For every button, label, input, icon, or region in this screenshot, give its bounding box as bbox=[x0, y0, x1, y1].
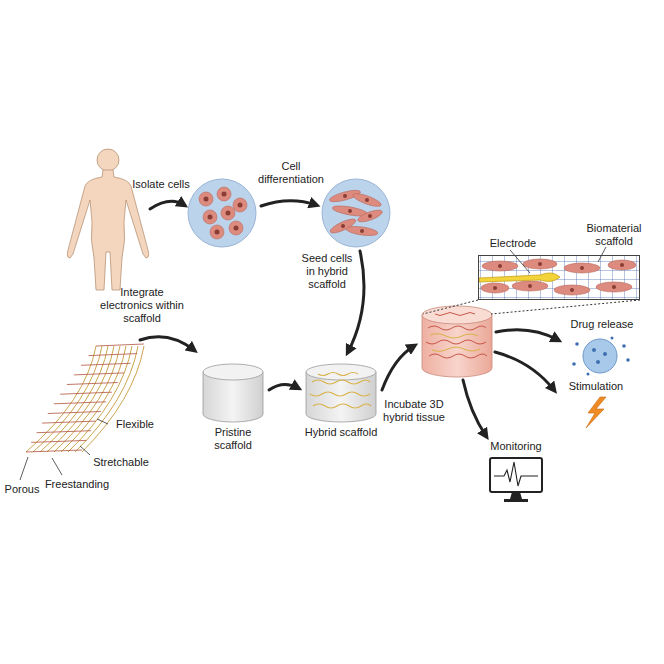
mesh-stroke bbox=[61, 346, 126, 452]
isolated-cells bbox=[188, 179, 256, 247]
illustrated-step: Hybrid scaffold bbox=[300, 358, 382, 456]
mesh-stroke bbox=[31, 440, 86, 442]
mesh-stroke bbox=[26, 450, 82, 452]
leader-lines bbox=[20, 419, 108, 480]
property-label: Porous bbox=[2, 483, 42, 496]
property-label: Flexible bbox=[110, 418, 160, 431]
mesh-stroke bbox=[26, 346, 96, 452]
step-label: Incubate 3D hybrid tissue bbox=[380, 398, 448, 424]
inset-leader-lines bbox=[510, 247, 606, 273]
mesh-stroke bbox=[40, 346, 108, 452]
illustrated-step: Stimulation bbox=[558, 380, 634, 430]
mesh-stroke bbox=[74, 373, 124, 375]
inset-tissue-detail bbox=[479, 256, 639, 299]
mesh-stroke bbox=[89, 354, 138, 356]
differentiated-cells bbox=[322, 179, 390, 247]
illustrated-step: Drug release bbox=[564, 318, 640, 376]
step-caption: Stimulation bbox=[558, 380, 634, 393]
step-label: Cell differentiation bbox=[250, 160, 332, 186]
mesh-stroke bbox=[42, 421, 96, 423]
callout-label: Electrode bbox=[483, 237, 543, 250]
mesh-stroke bbox=[60, 392, 112, 394]
mesh-stroke bbox=[67, 383, 118, 385]
step-label: Seed cells in hybrid scaffold bbox=[296, 252, 358, 291]
step-caption: Pristine scaffold bbox=[198, 426, 268, 452]
mesh-stroke bbox=[81, 363, 131, 365]
property-label: Freestanding bbox=[40, 478, 114, 491]
process-arrows bbox=[140, 201, 558, 436]
human-figure bbox=[67, 149, 148, 290]
pristine-scaffold-cylinder bbox=[203, 364, 263, 422]
mesh-stroke bbox=[48, 412, 101, 414]
hybrid-tissue-cylinder bbox=[422, 306, 492, 377]
mesh-stroke bbox=[75, 346, 138, 452]
monitoring-icon bbox=[490, 458, 542, 502]
hybrid-scaffold-cylinder bbox=[306, 364, 376, 422]
step-label: Isolate cells bbox=[126, 178, 196, 191]
head bbox=[97, 149, 119, 171]
process-arrow bbox=[269, 384, 298, 390]
mesh-stroke bbox=[54, 346, 120, 452]
mesh-stroke bbox=[33, 346, 102, 452]
electrode bbox=[479, 273, 560, 282]
mesh-stroke bbox=[82, 346, 144, 452]
mesh-stroke bbox=[54, 402, 106, 404]
mesh-stroke bbox=[68, 346, 132, 452]
step-caption: Monitoring bbox=[476, 440, 556, 453]
drug-release-icon bbox=[572, 337, 630, 376]
illustrated-step: Pristine scaffold bbox=[198, 358, 268, 456]
inset-box: ElectrodeBiomaterial scaffold bbox=[478, 255, 640, 300]
step-caption: Drug release bbox=[564, 318, 640, 331]
step-label: Integrate electronics within scaffold bbox=[98, 286, 186, 325]
mesh-stroke bbox=[47, 346, 114, 452]
property-label: Stretchable bbox=[88, 456, 154, 469]
electronics-mesh bbox=[26, 344, 144, 452]
mesh-stroke bbox=[96, 344, 144, 346]
zoom-lines bbox=[423, 300, 640, 314]
mesh-stroke bbox=[37, 431, 92, 433]
step-caption: Hybrid scaffold bbox=[300, 426, 382, 439]
callout-label: Biomaterial scaffold bbox=[583, 222, 645, 248]
stimulation-icon bbox=[586, 397, 606, 428]
illustrated-step: Monitoring bbox=[476, 440, 556, 504]
